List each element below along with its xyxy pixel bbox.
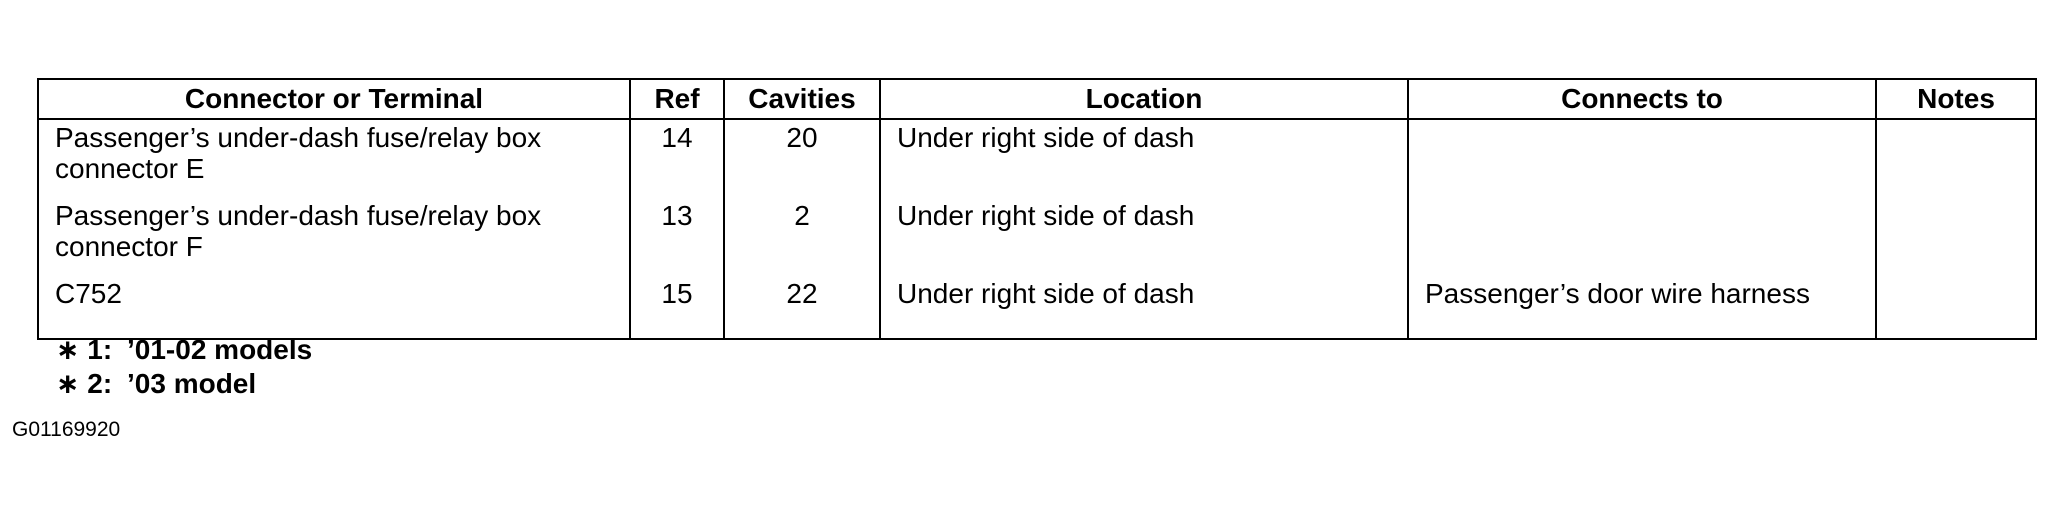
cell-notes xyxy=(1875,276,2037,340)
footnote-text: ’01-02 models xyxy=(127,334,313,365)
cell-connects-to xyxy=(1407,119,1877,198)
footnote-mark: ∗ 2: xyxy=(56,368,113,399)
cell-connects-to: Passenger’s door wire harness xyxy=(1407,276,1877,340)
cell-cavities: 2 xyxy=(723,198,881,276)
table-row: Passenger’s under-dash fuse/relay box co… xyxy=(37,119,2037,198)
cell-ref: 13 xyxy=(629,198,725,276)
header-cavities: Cavities xyxy=(723,78,881,120)
table-row: Passenger’s under-dash fuse/relay box co… xyxy=(37,198,2037,276)
header-notes: Notes xyxy=(1875,78,2037,120)
cell-ref: 15 xyxy=(629,276,725,340)
connector-table-container: Connector or Terminal Ref Cavities Locat… xyxy=(37,78,2037,340)
cell-ref: 14 xyxy=(629,119,725,198)
figure-id: G01169920 xyxy=(12,418,121,441)
footnote-item: ∗ 2: ’03 model xyxy=(56,367,312,401)
connector-table: Connector or Terminal Ref Cavities Locat… xyxy=(37,78,2037,340)
table-header-row: Connector or Terminal Ref Cavities Locat… xyxy=(37,78,2037,120)
cell-notes xyxy=(1875,198,2037,276)
cell-location: Under right side of dash xyxy=(879,119,1409,198)
footnote-mark: ∗ 1: xyxy=(56,334,113,365)
cell-connects-to xyxy=(1407,198,1877,276)
cell-cavities: 20 xyxy=(723,119,881,198)
footnotes: ∗ 1: ’01-02 models ∗ 2: ’03 model xyxy=(56,333,312,401)
cell-cavities: 22 xyxy=(723,276,881,340)
footnote-item: ∗ 1: ’01-02 models xyxy=(56,333,312,367)
footnote-text: ’03 model xyxy=(127,368,257,399)
table-row: C752 15 22 Under right side of dash Pass… xyxy=(37,276,2037,340)
cell-location: Under right side of dash xyxy=(879,276,1409,340)
cell-notes xyxy=(1875,119,2037,198)
header-ref: Ref xyxy=(629,78,725,120)
cell-connector: C752 xyxy=(37,276,631,340)
cell-location: Under right side of dash xyxy=(879,198,1409,276)
cell-connector: Passenger’s under-dash fuse/relay box co… xyxy=(37,198,631,276)
header-connects-to: Connects to xyxy=(1407,78,1877,120)
cell-connector: Passenger’s under-dash fuse/relay box co… xyxy=(37,119,631,198)
header-location: Location xyxy=(879,78,1409,120)
header-connector: Connector or Terminal xyxy=(37,78,631,120)
